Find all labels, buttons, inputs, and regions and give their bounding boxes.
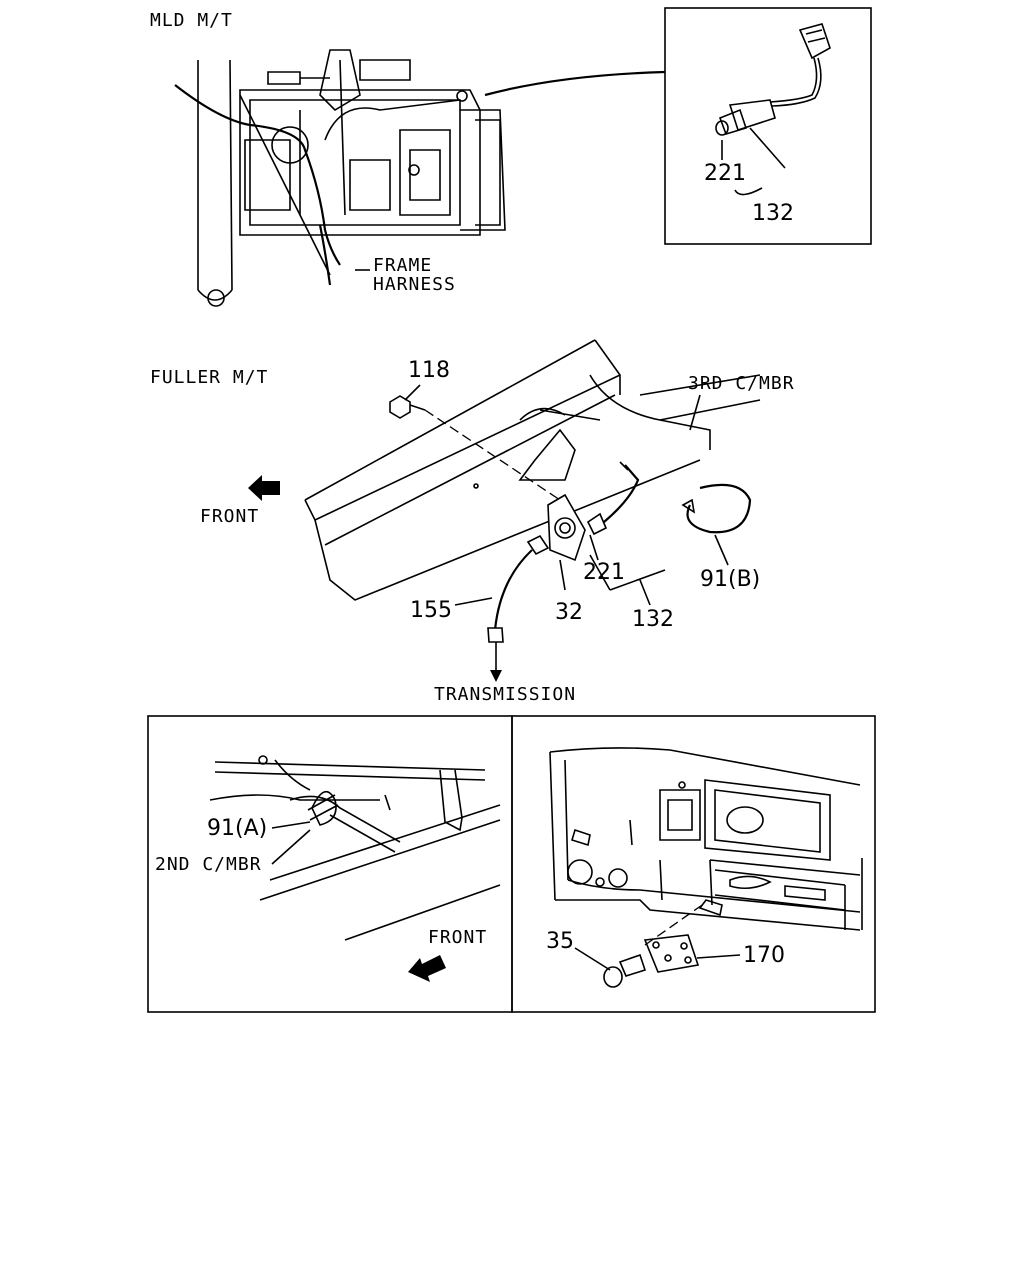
- part-118: 118: [408, 358, 450, 383]
- third-cmbr-label: 3RD C/MBR: [688, 373, 795, 394]
- transmission-label: TRANSMISSION: [434, 684, 576, 705]
- part-32: 32: [555, 600, 583, 625]
- part-170: 170: [743, 943, 785, 968]
- fuller-leaders: [589, 534, 666, 606]
- part-91b: 91(B): [700, 567, 760, 592]
- p32-leader: [559, 559, 566, 591]
- mld-title: MLD M/T: [150, 10, 233, 31]
- left-front-arrow-icon: [408, 955, 446, 982]
- fuller-section: FULLER M/T 118 3RD C/MBR FRONT: [150, 339, 795, 705]
- cable-155: [487, 534, 550, 682]
- left-panel-drawing: [209, 755, 501, 941]
- frame-harness-label-line2: HARNESS: [373, 274, 456, 295]
- p118-leader: [404, 384, 421, 401]
- third-cmbr-leader: [689, 394, 701, 431]
- part-35: 35: [546, 929, 574, 954]
- part-91a: 91(A): [207, 816, 267, 841]
- part-221: 221: [583, 560, 625, 585]
- clamp-91b: [681, 483, 752, 534]
- inset-part-132: 132: [752, 201, 794, 226]
- left-panel-leaders: [271, 821, 311, 865]
- speed-sensor-drawing: [715, 23, 831, 136]
- fuller-frame-rail: [304, 339, 761, 601]
- fuller-title: FULLER M/T: [150, 367, 268, 388]
- frame-harness-label-line1: FRAME: [373, 255, 432, 276]
- inset-leader-lines: [721, 127, 786, 196]
- connector-221: [586, 461, 640, 536]
- mld-inset-box: [664, 7, 872, 245]
- mld-section: MLD M/T: [150, 7, 872, 307]
- detail-panel-right: [511, 715, 876, 1013]
- part-155: 155: [410, 598, 452, 623]
- right-panel-leaders: [574, 947, 741, 971]
- front-arrow-icon: [248, 475, 280, 501]
- mld-transmission-drawing: [174, 49, 666, 307]
- inset-part-221: 221: [704, 161, 746, 186]
- bolt-118: [389, 395, 426, 419]
- p155-leader: [454, 597, 493, 606]
- right-panel-drawing: [549, 747, 863, 988]
- part-132: 132: [632, 607, 674, 632]
- p91b-leader: [714, 534, 729, 566]
- sensor-bracket-32: [547, 493, 586, 562]
- front-label: FRONT: [200, 506, 259, 527]
- left-front-label: FRONT: [428, 927, 487, 948]
- second-cmbr-label: 2ND C/MBR: [155, 854, 262, 875]
- bolt-dashed-line: [424, 409, 561, 501]
